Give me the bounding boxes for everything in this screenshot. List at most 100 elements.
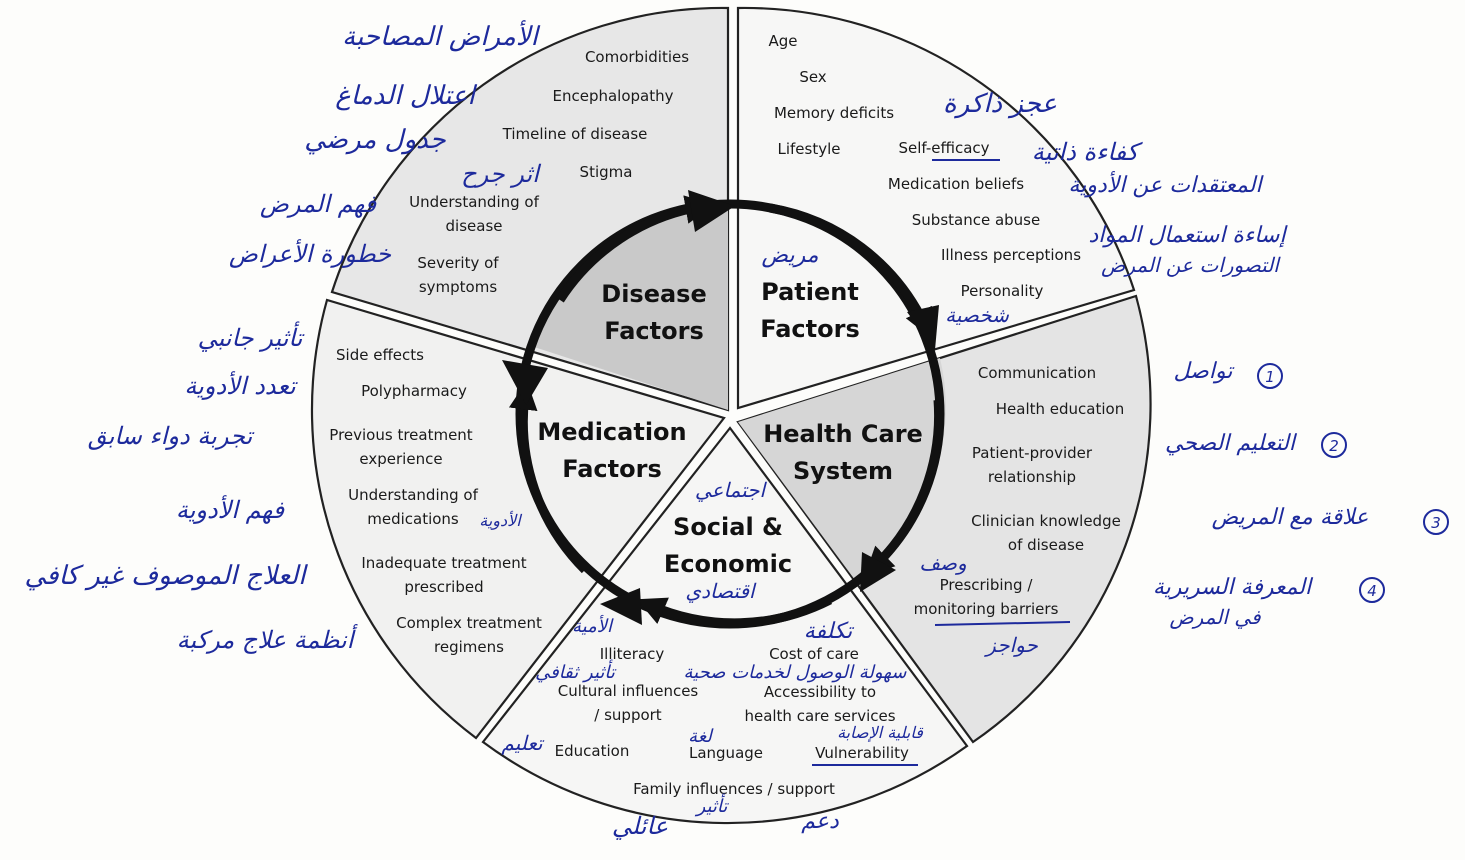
annotation-social: سهولة الوصول لخدمات صحية [683,662,907,683]
item-patient: Illness perceptions [941,246,1081,264]
arrowhead-patient [907,305,939,350]
health-number-circle-1 [1257,363,1283,389]
annotation-social: تعليم [501,731,545,755]
item-patient: Age [768,32,797,50]
item-patient: Lifestyle [777,140,840,158]
annotation-health: وصف [919,551,966,575]
item-disease: Encephalopathy [552,87,673,105]
annotation-patient: التصورات عن المرض [1101,253,1281,277]
item-social: Cultural influences/ support [558,682,699,724]
annotation-medication: تأثير جانبي [198,321,305,352]
annotation-medication: فهم الأدوية [176,495,285,524]
annotation-social: لغة [688,726,714,747]
item-medication: Polypharmacy [361,382,467,400]
annotation-patient: شخصية [945,303,1009,327]
item-patient: Self-efficacy [898,139,989,157]
annotation-social: قابلية الإصابة [837,723,924,742]
annotation-disease: اعتلال الدماغ [335,81,477,111]
annotation-health-numbers: 4 [1367,582,1377,600]
annotation-disease: اثر جرح [461,160,541,188]
annotation-health: حواجز [983,633,1038,657]
sector-patient [736,6,1136,410]
annotation-social: تكلفة [804,619,855,644]
arrow-to-medication [508,380,589,574]
annotation-patient: إساءة استعمال المواد [1088,223,1288,248]
arrow-to-health [864,399,944,577]
annotation-disease: فهم المرض [260,190,377,218]
annotation-health-numbers: 1 [1265,368,1275,386]
annotation-social: الأمية [572,614,614,637]
underline-prescribing [934,621,1071,626]
annotation-medication: العلاج الموصوف غير كافي [24,561,308,591]
arrowhead-disease [688,190,735,232]
annotation-health: تواصل [1174,359,1236,384]
annotation-social: دعم [801,809,839,834]
item-medication: Side effects [336,346,424,364]
annotation-social: اجتماعي [695,478,768,502]
annotation-patient: كفاءة ذاتية [1032,138,1143,166]
health-number-circle-2 [1321,432,1347,458]
annotation-social: عائلي [612,812,668,840]
item-disease: Timeline of disease [502,125,648,143]
item-patient: Sex [799,68,826,86]
item-social: Language [689,744,763,762]
annotation-health-numbers: 3 [1431,514,1441,532]
title-social: Social &Economic [664,513,792,578]
item-social: Education [555,742,630,760]
item-health: Prescribing /monitoring barriers [914,576,1059,618]
item-social: Family influences / support [633,780,835,798]
inner-health-shade [738,358,946,580]
item-social: Vulnerability [815,744,909,762]
annotation-health: المعرفة السريرية [1153,575,1314,600]
health-number-circle-4 [1359,577,1385,603]
annotation-health-numbers: 2 [1329,437,1339,455]
arrow-to-patient [769,203,932,339]
annotation-medication: تعدد الأدوية [184,371,298,400]
item-patient: Medication beliefs [888,175,1024,193]
annotation-health: التعليم الصحي [1165,431,1298,456]
annotation-social: تأثير ثقافي [535,659,617,683]
item-social: Cost of care [769,645,859,663]
annotation-medication: تجربة دواء سابق [88,422,255,450]
item-patient: Personality [961,282,1044,300]
item-social: Illiteracy [600,645,665,663]
annotation-health: في المرض [1169,605,1260,629]
item-disease: Comorbidities [585,48,689,66]
annotation-medication: أنظمة علاج مركبة [177,624,358,654]
annotation-patient: عجز ذاكرة [943,89,1057,119]
annotation-disease: خطورة الأعراض [229,239,391,268]
annotation-patient: المعتقدات عن الأدوية [1068,171,1264,198]
sector-medication [310,298,726,740]
inner-disease-shade [528,199,728,410]
annotation-disease: جدول مرضي [304,125,446,155]
item-health: Health education [996,400,1124,418]
arrowhead-social [600,588,642,625]
annotation-social: اقتصادي [685,579,757,603]
item-patient: Substance abuse [912,211,1040,229]
arrowhead-health [860,552,896,592]
item-disease: Stigma [580,163,633,181]
item-patient: Memory deficits [774,104,894,122]
annotation-patient: مريض [762,243,819,268]
annotation-health: علاقة مع المريض [1212,505,1369,530]
health-number-circle-3 [1423,509,1449,535]
annotation-social: تأثير [695,793,730,817]
annotation-disease: الأمراض المصاحبة [342,20,541,52]
item-health: Communication [978,364,1096,382]
arrowhead-medication [502,360,548,405]
arrow-to-disease [556,195,715,303]
